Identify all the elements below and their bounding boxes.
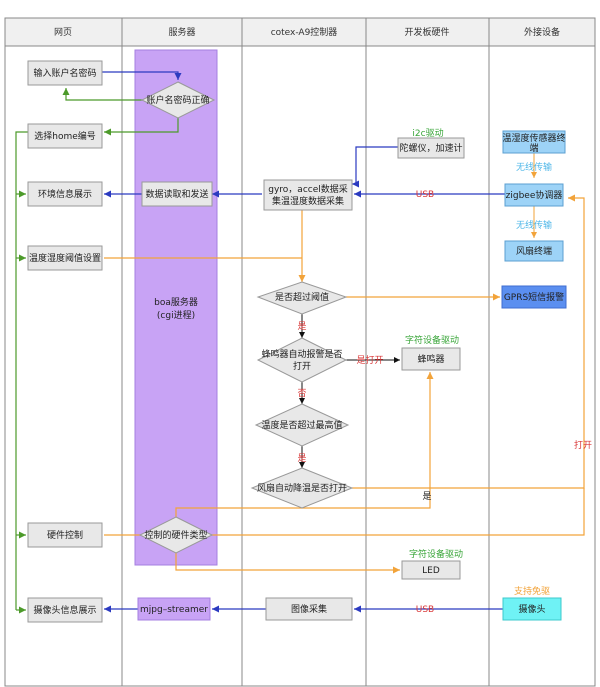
yes-1-label: 是 bbox=[297, 321, 306, 332]
usb-2-label: USB bbox=[416, 605, 434, 615]
open-label: 打开 bbox=[574, 439, 592, 451]
arrow-type-to-led bbox=[175, 553, 400, 574]
select-home-label: 选择home编号 bbox=[34, 130, 96, 142]
buzzer-label: 蜂鸣器 bbox=[417, 353, 444, 365]
zigbee-label: zigbee协调器 bbox=[506, 189, 563, 201]
cgi-process-label: (cgi进程) bbox=[157, 310, 195, 321]
arrow-login-to-check bbox=[100, 71, 182, 80]
fan-terminal-label: 风扇终端 bbox=[516, 245, 552, 257]
mjpg-label: mjpg–streamer bbox=[140, 605, 208, 615]
yes-open-label: 是打开 bbox=[356, 354, 383, 366]
buzzer-auto-line1: 蜂鸣器自动报警是否 bbox=[261, 348, 342, 360]
collect-line2: 集温湿度数据采集 bbox=[272, 195, 344, 207]
th-sensor-line1: 温湿度传感器终 bbox=[502, 132, 565, 144]
buzzer-auto-line2: 打开 bbox=[293, 360, 311, 372]
server-process-lane bbox=[134, 49, 218, 566]
wireless-1-label: 无线传输 bbox=[516, 161, 552, 173]
buzzer-auto-diamond bbox=[256, 337, 348, 383]
over-threshold-label: 是否超过阈值 bbox=[275, 291, 329, 303]
column-dividers bbox=[121, 18, 490, 686]
boa-server-label: boa服务器 bbox=[154, 296, 198, 308]
driver-free-label: 支持免驱 bbox=[514, 585, 550, 597]
column-header-server: 服务器 bbox=[168, 26, 195, 38]
led-label: LED bbox=[422, 566, 440, 576]
arrow-type-to-fan bbox=[206, 488, 585, 536]
image-capture-box bbox=[265, 597, 353, 621]
led-box bbox=[401, 560, 461, 580]
column-header-controller: cotex-A9控制器 bbox=[271, 26, 338, 38]
gyro-accel-box bbox=[397, 137, 465, 159]
wireless-2-label: 无线传输 bbox=[516, 219, 552, 231]
hw-control-label: 硬件控制 bbox=[47, 529, 83, 541]
collect-box bbox=[263, 179, 353, 211]
green-spine bbox=[15, 131, 28, 610]
gprs-label: GPRS短信报警 bbox=[504, 291, 564, 303]
arrow-gyro-to-collect bbox=[352, 146, 398, 188]
temp-max-label: 温度是否超过最高值 bbox=[261, 419, 342, 431]
select-home-box bbox=[27, 123, 103, 149]
char-driver-2-label: 字符设备驱动 bbox=[409, 548, 463, 560]
env-display-label: 环境信息展示 bbox=[38, 188, 92, 200]
check-login-label: 账户名密码正确 bbox=[146, 94, 209, 106]
check-login-diamond bbox=[140, 81, 216, 119]
yes-2-label: 是 bbox=[297, 453, 306, 464]
hw-control-box bbox=[27, 522, 103, 548]
zigbee-box bbox=[504, 183, 564, 207]
fan-auto-diamond bbox=[250, 467, 354, 509]
data-rw-box bbox=[141, 181, 213, 207]
yes-3-label: 是 bbox=[422, 491, 431, 502]
login-box bbox=[27, 60, 103, 86]
column-header-external: 外接设备 bbox=[524, 26, 560, 38]
threshold-label: 温度湿度阈值设置 bbox=[29, 252, 101, 264]
hw-type-label: 控制的硬件类型 bbox=[144, 529, 207, 541]
collect-line1: gyro，accel数据采 bbox=[268, 183, 348, 195]
hw-type-diamond bbox=[138, 516, 214, 554]
i2c-driver-label: i2c驱动 bbox=[412, 128, 443, 139]
mjpg-box bbox=[137, 597, 211, 621]
fan-terminal-box bbox=[504, 240, 564, 262]
usb-1-label: USB bbox=[416, 190, 434, 200]
arrow-fan-check-to-zigbee bbox=[352, 194, 585, 489]
camera-display-label: 摄像头信息展示 bbox=[33, 604, 96, 616]
env-display-box bbox=[27, 181, 103, 207]
th-sensor-box bbox=[502, 130, 566, 154]
threshold-box bbox=[27, 245, 103, 271]
header-row bbox=[4, 17, 596, 47]
arrow-check-to-login bbox=[62, 88, 146, 101]
th-sensor-line2: 端 bbox=[529, 142, 538, 154]
buzzer-box bbox=[401, 347, 461, 371]
camera-display-box bbox=[27, 597, 103, 623]
over-threshold-diamond bbox=[256, 281, 348, 315]
arrow-check-to-home bbox=[104, 118, 179, 136]
camera-label: 摄像头 bbox=[518, 603, 545, 615]
temp-max-diamond bbox=[254, 403, 350, 447]
no-label: 否 bbox=[297, 388, 306, 399]
char-driver-1-label: 字符设备驱动 bbox=[405, 334, 459, 346]
login-label: 输入账户名密码 bbox=[33, 67, 96, 79]
fan-auto-label: 风扇自动降温是否打开 bbox=[257, 482, 347, 494]
data-rw-label: 数据读取和发送 bbox=[145, 188, 208, 200]
column-header-hardware: 开发板硬件 bbox=[404, 26, 449, 38]
camera-box bbox=[502, 597, 562, 621]
gyro-accel-label: 陀螺仪，加速计 bbox=[399, 142, 462, 154]
image-capture-label: 图像采集 bbox=[291, 603, 327, 615]
gprs-box bbox=[501, 285, 567, 309]
column-header-web: 网页 bbox=[54, 27, 72, 38]
